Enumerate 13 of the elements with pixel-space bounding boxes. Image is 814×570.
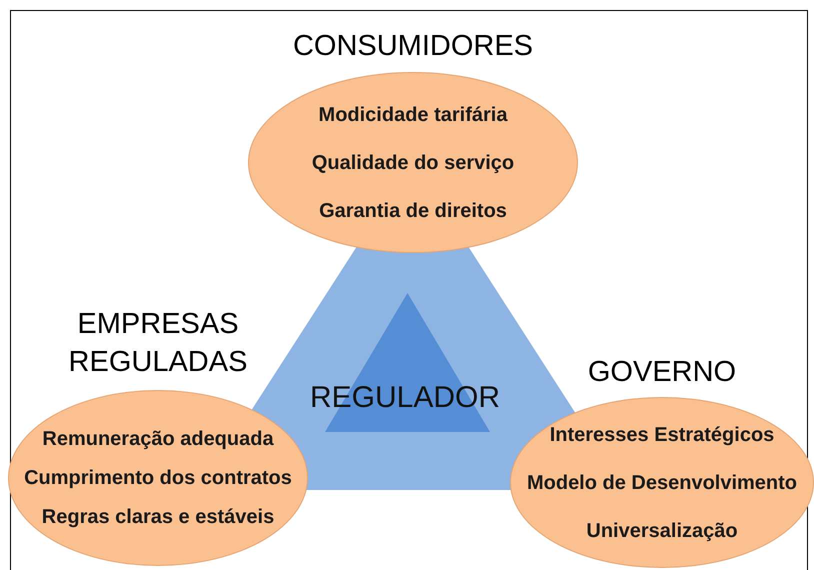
ellipse-text: Modicidade tarifária [318,102,508,126]
heading: EMPRESAS REGULADAS [68,307,248,380]
ellipse-text: Qualidade do serviço [312,150,514,174]
center-label: REGULADOR [310,381,500,415]
ellipse-text: Regras claras e estáveis [42,505,274,529]
ellipse-text: Cumprimento dos contratos [24,466,292,490]
ellipse-text: Garantia de direitos [319,198,507,222]
ellipse-text: Interesses Estratégicos [550,422,774,446]
ellipse-text: Modelo de Desenvolvimento [526,470,798,494]
heading: CONSUMIDORES [292,29,534,64]
heading: GOVERNO [588,355,736,390]
ellipse-text: Universalização [586,518,738,542]
ellipse-text: Remuneração adequada [42,427,274,451]
